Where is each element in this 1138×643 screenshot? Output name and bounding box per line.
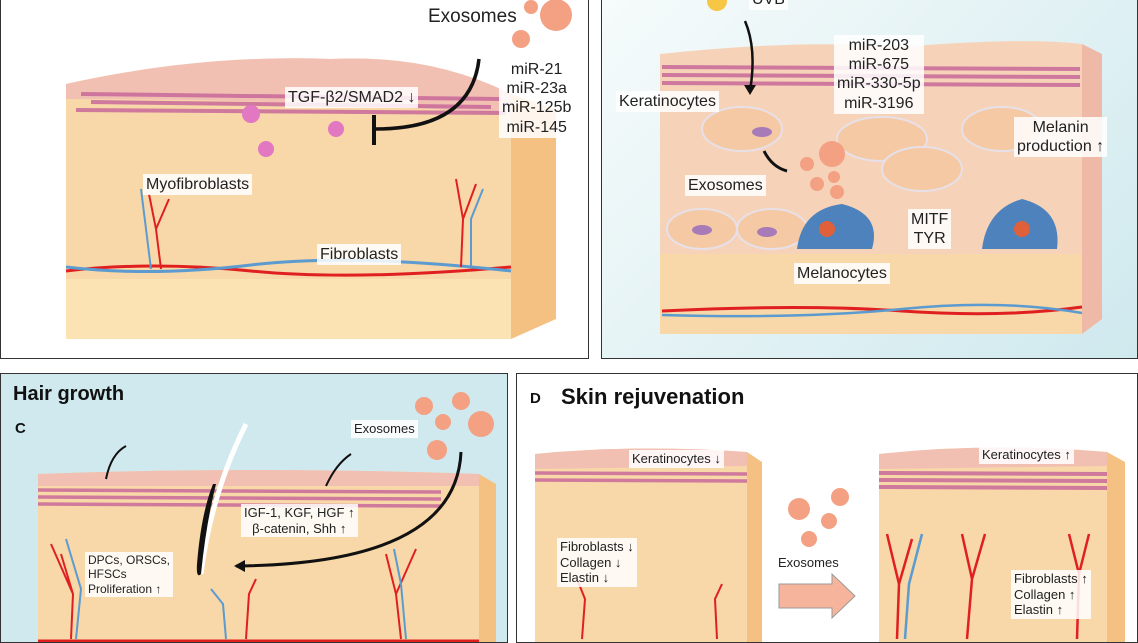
panel-title-c: Hair growth (13, 383, 125, 405)
melanocytes-label: Melanocytes (794, 263, 890, 285)
cells-line: DPCs, ORSCs, (88, 553, 171, 567)
panel-d-skin-rejuvenation: D Skin rejuvenation Keratinocytes ↓ Fibr… (516, 373, 1138, 643)
gene-list-b: MITF TYR (908, 209, 952, 250)
gene-item: MITF (911, 211, 949, 228)
melanin-production-label: Melanin production ↑ (1014, 117, 1108, 158)
panel-a-wound-healing: Exosomes miR-21 miR-23a miR-125b miR-145… (0, 0, 589, 359)
mirna-list-b: miR-203 miR-675 miR-330-5p miR-3196 (834, 35, 924, 114)
exosomes-label-b: Exosomes (685, 175, 766, 197)
growth-factors-label: IGF-1, KGF, HGF ↑ β-catenin, Shh ↑ (241, 504, 358, 538)
skin-illustration-a (65, 0, 572, 340)
before-list: Fibroblasts ↓ Collagen ↓ Elastin ↓ (557, 538, 637, 587)
factor-line: β-catenin, Shh ↑ (252, 520, 347, 536)
keratinocytes-after-label: Keratinocytes ↑ (979, 446, 1074, 464)
before-item: Fibroblasts ↓ (560, 539, 634, 554)
after-item: Fibroblasts ↑ (1014, 571, 1088, 586)
mirna-item: miR-23a (506, 80, 567, 98)
arrow-right-icon (778, 572, 856, 620)
fibroblasts-label: Fibroblasts (317, 244, 402, 266)
melanin-line: production ↑ (1017, 138, 1105, 156)
mirna-item: miR-675 (848, 56, 910, 74)
mirna-list-a: miR-21 miR-23a miR-125b miR-145 (499, 59, 575, 138)
exosomes-label-d: Exosomes (775, 554, 842, 572)
gene-item: TYR (913, 230, 946, 248)
after-list: Fibroblasts ↑ Collagen ↑ Elastin ↑ (1011, 570, 1091, 619)
keratinocytes-before-label: Keratinocytes ↓ (629, 450, 724, 468)
mirna-item: miR-21 (510, 61, 563, 78)
panel-title-d: Skin rejuvenation (561, 384, 745, 409)
skin-illustration-c (37, 392, 496, 642)
panel-letter-d: D (530, 390, 541, 407)
pathway-label-a: TGF-β2/SMAD2 ↓ (285, 87, 419, 109)
mirna-item: miR-203 (848, 37, 910, 54)
hair-follicle (196, 484, 216, 576)
mirna-item: miR-330-5p (837, 75, 921, 93)
exosome-particles-d (788, 488, 849, 547)
mirna-item: miR-145 (506, 118, 567, 136)
factor-line: IGF-1, KGF, HGF ↑ (244, 505, 355, 520)
after-item: Collagen ↑ (1014, 586, 1076, 602)
cells-line: Proliferation ↑ (88, 581, 162, 596)
aged-skin-block (534, 448, 762, 642)
before-item: Collagen ↓ (560, 554, 622, 570)
melanin-line: Melanin (1032, 119, 1089, 136)
panel-c-hair-growth: Hair growth C Exosomes IGF-1, KGF, HGF ↑… (0, 373, 508, 643)
stem-cells-label: DPCs, ORSCs, HFSCs Proliferation ↑ (85, 552, 174, 598)
exosomes-label-a: Exosomes (425, 5, 520, 30)
exosome-particles-c (415, 392, 494, 460)
skin-illustration-d (534, 447, 1125, 642)
before-item: Elastin ↓ (560, 570, 610, 586)
panel-letter-c: C (15, 420, 26, 437)
mirna-item: miR-125b (502, 99, 572, 117)
uvb-label: UVB (749, 0, 788, 11)
panel-b-pigmentation: UVB Keratinocytes miR-203 miR-675 miR-33… (601, 0, 1138, 359)
mirna-item: miR-3196 (844, 94, 914, 112)
after-item: Elastin ↑ (1014, 602, 1064, 618)
exosome-particles-b (800, 141, 845, 199)
myofibroblasts-label: Myofibroblasts (143, 174, 253, 196)
cells-line: HFSCs (88, 567, 127, 582)
exosome-particles-a (512, 0, 572, 48)
sun-icon (707, 0, 727, 11)
exosomes-label-c: Exosomes (351, 420, 418, 438)
keratinocytes-label-b: Keratinocytes (616, 91, 719, 113)
